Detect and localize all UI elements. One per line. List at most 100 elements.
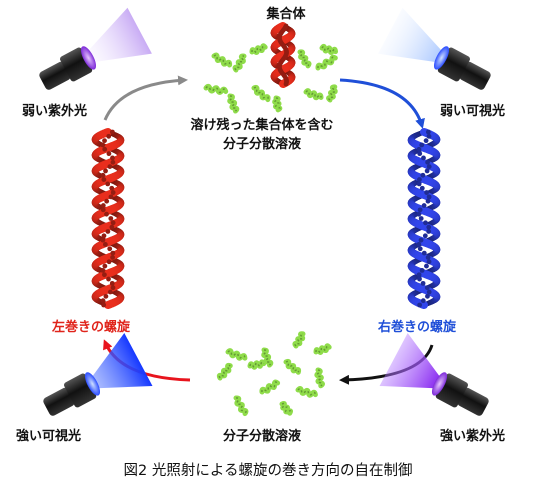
- molecule-icon: [292, 331, 306, 349]
- left-helix-strand-segment: [101, 222, 112, 232]
- weak-uv-torch-icon: [39, 7, 152, 90]
- left-helix-bead: [100, 172, 106, 178]
- left-helix-bead: [102, 272, 107, 278]
- right-helix-bead: [417, 302, 423, 308]
- right-helix-bead: [426, 133, 432, 139]
- right-helix-bead: [425, 129, 431, 135]
- molecule-icon: [227, 93, 240, 114]
- right-helix-bead: [420, 280, 426, 286]
- right-helix-strand-segment: [420, 190, 431, 200]
- left-helix-strand-segment: [101, 190, 112, 200]
- left-helix-bead: [106, 133, 112, 139]
- left-helix-bead: [101, 302, 107, 308]
- bottom-solution-label: 分子分散溶液: [222, 429, 302, 444]
- figure-caption: 図2 光照射による螺旋の巻き方向の自在制御: [123, 463, 413, 479]
- molecule-icon: [283, 358, 302, 375]
- left-helix-bead: [106, 151, 112, 157]
- right-helix-strand-segment: [420, 269, 431, 279]
- left-helix-bead: [100, 203, 106, 208]
- right-helix-bead: [426, 229, 432, 234]
- right-helix-bead: [426, 224, 432, 230]
- aggregate-helix: [270, 22, 296, 88]
- right-helix-strand-segment: [420, 159, 431, 169]
- left-helix-bead: [102, 146, 108, 152]
- right-helix-bead: [424, 285, 430, 291]
- molecule-icon: [315, 54, 338, 71]
- right-helix-bead: [417, 151, 423, 157]
- left-helix-bead: [110, 190, 116, 195]
- left-helix-bead: [102, 138, 107, 144]
- molecule-icon: [251, 84, 271, 103]
- right-helix-bead: [425, 255, 431, 260]
- right-helix-strand-segment: [420, 175, 431, 184]
- left-helix-bead: [104, 211, 109, 217]
- molecule-icon: [261, 347, 274, 368]
- right-helix-bead: [418, 237, 424, 243]
- left-helix-bead: [100, 237, 106, 243]
- right-helix-bead: [424, 190, 430, 195]
- arrow-top-left: [103, 75, 188, 121]
- top-solution-label-line2: 分子分散溶液: [222, 137, 302, 152]
- right-helix-bead: [419, 142, 425, 148]
- right-helix-bead: [421, 250, 427, 256]
- molecule-icon: [233, 395, 249, 417]
- molecule-icon: [216, 362, 233, 381]
- right-helix-strand-segment: [420, 128, 431, 137]
- left-helix-bead: [110, 220, 116, 226]
- left-helix-strand-segment: [104, 300, 115, 309]
- weak-uv-label: 弱い紫外光: [22, 104, 88, 119]
- aggregate-label: 集合体: [266, 7, 306, 22]
- arrow-top-right: [339, 78, 425, 129]
- left-helix-bead: [110, 255, 115, 260]
- right-helix-bead: [418, 216, 424, 221]
- left-helix-strand-segment: [101, 175, 112, 184]
- right-helix-bead: [423, 220, 428, 226]
- right-helix-bead: [416, 146, 422, 152]
- bottom-molecules: [216, 331, 332, 417]
- right-helix-bead: [426, 289, 432, 295]
- right-helix-strand-segment: [420, 253, 431, 263]
- right-helix-label: 右巻きの螺旋: [378, 320, 457, 335]
- strong-visible-torch-icon: [43, 333, 153, 416]
- left-helix-strand-segment: [101, 206, 112, 216]
- molecule-icon: [249, 43, 268, 55]
- left-helix-bead: [100, 268, 106, 273]
- molecule-icon: [319, 43, 339, 55]
- left-helix-bead: [101, 177, 107, 182]
- right-helix-bead: [417, 276, 422, 282]
- right-helix-bead: [417, 177, 422, 182]
- left-helix-bead: [110, 155, 115, 161]
- left-helix-strand-segment: [101, 253, 112, 263]
- left-helix-bead: [110, 159, 116, 165]
- right-helix-strand-segment: [420, 238, 431, 247]
- left-helix-bead: [100, 207, 106, 213]
- molecule-icon: [279, 400, 294, 416]
- strong-uv-label: 強い紫外光: [440, 429, 506, 444]
- left-helix-bead: [109, 280, 115, 286]
- right-helix-bead: [416, 181, 422, 187]
- left-helix-bead: [109, 224, 115, 230]
- strong-uv-torch-icon: [379, 333, 489, 416]
- right-helix-bead: [420, 172, 426, 178]
- left-helix-strand-segment: [101, 128, 112, 137]
- right-helix-strand-segment: [420, 222, 431, 232]
- top-molecules: [203, 43, 339, 114]
- right-helix-bead: [420, 298, 426, 304]
- right-helix-strand-segment: [420, 285, 431, 295]
- left-helix-bead: [105, 181, 111, 187]
- left-helix-bead: [107, 246, 113, 252]
- molecule-icon: [211, 52, 233, 68]
- left-helix-bead: [110, 285, 116, 291]
- right-helix-bead: [417, 207, 423, 213]
- right-helix-bead: [425, 293, 430, 299]
- left-helix-strand-segment: [101, 159, 112, 169]
- right-helix-bead: [416, 272, 422, 278]
- molecule-icon: [303, 88, 324, 101]
- right-helix: [407, 128, 441, 309]
- top-solution-label: 溶け残った集合体を含む: [190, 118, 334, 133]
- right-helix-bead: [425, 198, 431, 204]
- left-helix-bead: [103, 168, 108, 174]
- left-helix-bead: [102, 242, 108, 247]
